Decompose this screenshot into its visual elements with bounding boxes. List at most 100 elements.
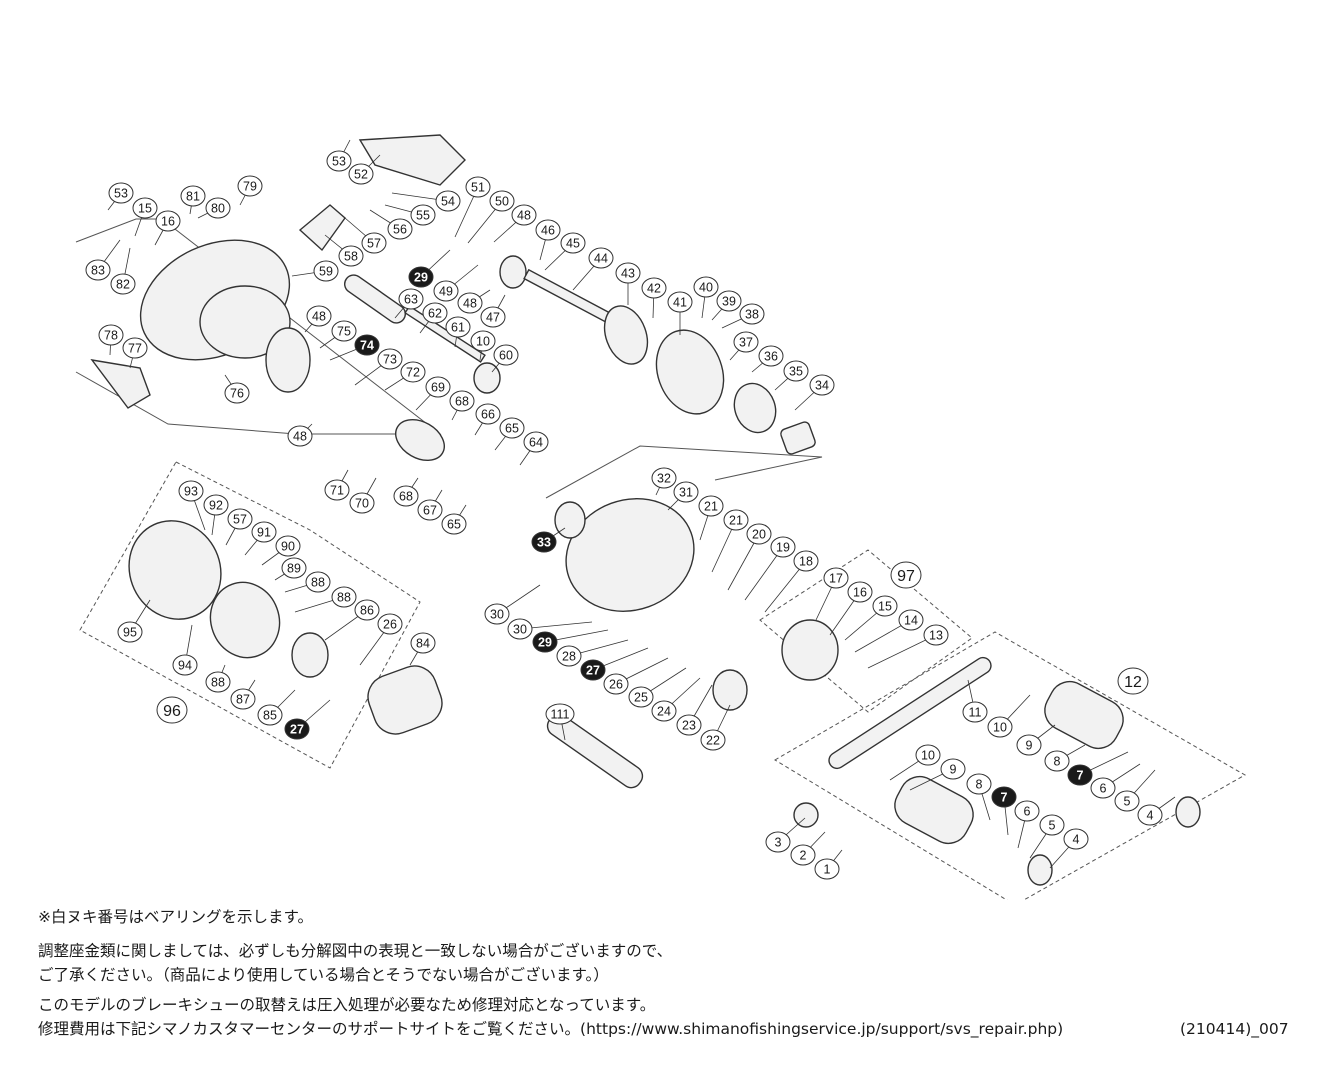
- part-number-text-3-1: 3: [775, 836, 782, 850]
- part-bubble-31-1: [673, 481, 699, 503]
- part-number-text-35-1: 35: [789, 365, 803, 379]
- handle-arm-shape: [828, 656, 992, 770]
- part-number-text-52-1: 52: [354, 168, 368, 182]
- drag-washer-shape: [733, 382, 777, 434]
- part-bubble-81-1: [180, 185, 206, 207]
- part-label-21-1: 21: [698, 495, 724, 517]
- part-number-text-49-1: 49: [439, 285, 453, 299]
- part-number-text-48-1: 48: [517, 209, 531, 223]
- part-bubble-59-1: [313, 260, 339, 282]
- clutch-sleeve-shape: [780, 421, 816, 455]
- part-number-text-82-1: 82: [116, 278, 130, 292]
- part-label-15-2: 15: [872, 595, 898, 617]
- part-number-text-27-2: 27: [586, 664, 600, 678]
- part-number-text-76-1: 76: [230, 387, 244, 401]
- part-number-text-17-1: 17: [829, 572, 843, 586]
- part-number-text-65-1: 65: [505, 422, 519, 436]
- part-number-text-4-2: 4: [1073, 833, 1080, 847]
- part-label-63-1: 63: [398, 288, 424, 310]
- part-bubble-82-1: [110, 273, 136, 295]
- part-label-80-1: 80: [205, 197, 231, 219]
- frame-plate-shape: [199, 285, 291, 359]
- part-bubble-46-1: [535, 219, 561, 241]
- part-number-text-21-2: 21: [729, 514, 743, 528]
- part-label-96-1: 96: [156, 696, 188, 724]
- part-number-text-62-1: 62: [428, 307, 442, 321]
- part-number-text-19-1: 19: [776, 541, 790, 555]
- part-number-text-78-1: 78: [104, 329, 118, 343]
- part-bubble-15-1: [132, 197, 158, 219]
- part-number-text-42-1: 42: [647, 282, 661, 296]
- part-label-84-1: 84: [410, 632, 436, 654]
- part-bubble-53-1: [108, 182, 134, 204]
- part-label-1-1: 1: [814, 858, 840, 880]
- handle-knob-lower-shape: [894, 775, 974, 845]
- part-number-text-15-2: 15: [878, 600, 892, 614]
- part-label-111-1: 111: [545, 703, 575, 725]
- part-label-11-1: 11: [962, 701, 988, 723]
- part-label-57-2: 57: [227, 508, 253, 530]
- part-number-text-10-2: 10: [993, 721, 1007, 735]
- part-label-53-2: 53: [326, 150, 352, 172]
- part-label-34-1: 34: [809, 374, 835, 396]
- part-label-30-1: 30: [484, 603, 510, 625]
- part-label-53-1: 53: [108, 182, 134, 204]
- part-number-text-9-2: 9: [950, 763, 957, 777]
- part-label-10-2: 10: [987, 716, 1013, 738]
- part-label-48-3: 48: [306, 305, 332, 327]
- part-number-text-14-1: 14: [904, 614, 918, 628]
- part-bubble-21-2: [723, 509, 749, 531]
- part-number-text-95-1: 95: [123, 626, 137, 640]
- part-label-6-2: 6: [1014, 800, 1040, 822]
- part-number-text-43-1: 43: [621, 267, 635, 281]
- part-number-text-10-1: 10: [476, 335, 490, 349]
- part-number-text-30-2: 30: [513, 623, 527, 637]
- part-label-48-4: 48: [287, 425, 313, 447]
- part-number-text-88-3: 88: [211, 676, 225, 690]
- part-number-text-73-1: 73: [383, 353, 397, 367]
- part-number-text-16-2: 16: [853, 586, 867, 600]
- exploded-parts-diagram: 5315168180798382535254555657585951504829…: [75, 134, 1247, 900]
- part-number-text-12-1: 12: [1124, 674, 1142, 691]
- part-label-93-1: 93: [178, 480, 204, 502]
- part-bubble-35-1: [783, 360, 809, 382]
- part-number-text-16-1: 16: [161, 215, 175, 229]
- part-bubble-22-1: [700, 729, 726, 751]
- part-bubble-97-1: [890, 561, 922, 589]
- part-label-26-1: 26: [377, 613, 403, 635]
- part-label-66-1: 66: [475, 403, 501, 425]
- part-bubble-13-1: [923, 624, 949, 646]
- part-label-47-1: 47: [480, 306, 506, 328]
- part-number-text-93-1: 93: [184, 485, 198, 499]
- part-number-text-37-1: 37: [739, 336, 753, 350]
- part-label-94-1: 94: [172, 654, 198, 676]
- part-label-86-1: 86: [354, 599, 380, 621]
- part-bubble-53-2: [326, 150, 352, 172]
- part-bubble-12-1: [1117, 667, 1149, 695]
- part-number-text-33-1: 33: [537, 536, 551, 550]
- part-label-22-1: 22: [700, 729, 726, 751]
- part-number-text-77-1: 77: [128, 342, 142, 356]
- part-bubble-78-1: [98, 324, 124, 346]
- part-bubble-94-1: [172, 654, 198, 676]
- part-label-81-1: 81: [180, 185, 206, 207]
- part-number-text-54-1: 54: [441, 195, 455, 209]
- part-label-57-1: 57: [361, 232, 387, 254]
- part-number-text-55-1: 55: [416, 209, 430, 223]
- part-number-text-81-1: 81: [186, 190, 200, 204]
- part-label-35-1: 35: [783, 360, 809, 382]
- part-label-68-2: 68: [393, 485, 419, 507]
- part-number-text-90-1: 90: [281, 540, 295, 554]
- part-bubble-14-1: [898, 609, 924, 631]
- part-bubble-89-1: [281, 557, 307, 579]
- knob-cap-lower-shape: [1027, 854, 1053, 886]
- part-bubble-79-1: [237, 175, 263, 197]
- leader-line-13-1: [867, 634, 937, 669]
- part-label-43-1: 43: [615, 262, 641, 284]
- part-label-62-1: 62: [422, 302, 448, 324]
- part-label-2-1: 2: [790, 844, 816, 866]
- part-bubble-60-1: [493, 344, 519, 366]
- part-label-65-2: 65: [441, 513, 467, 535]
- part-label-56-1: 56: [387, 218, 413, 240]
- part-label-45-1: 45: [560, 232, 586, 254]
